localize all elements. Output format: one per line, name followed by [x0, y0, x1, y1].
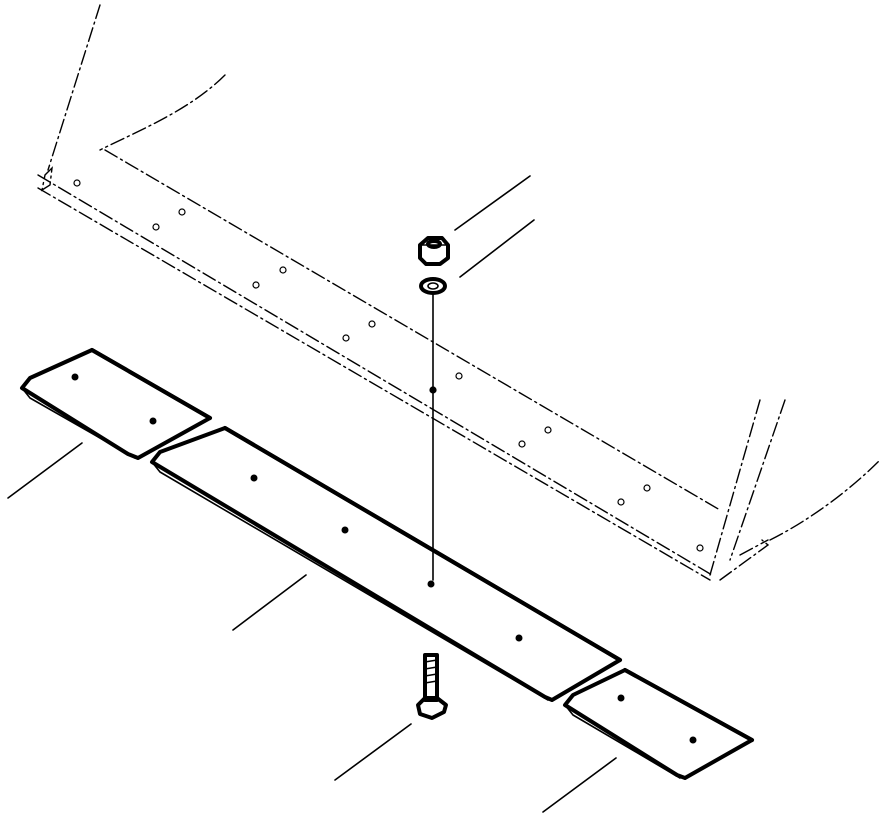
- edge-left-bevel: [21, 387, 136, 459]
- edge-right-hole: [689, 736, 697, 744]
- lip-hole: [696, 544, 704, 552]
- washer-inner: [427, 282, 439, 290]
- axis-hole-bottom: [427, 580, 435, 588]
- leader-edge-left: [7, 442, 83, 499]
- bolt: [416, 653, 448, 720]
- leader-edge-right: [542, 757, 617, 813]
- edge-center-top: [223, 426, 622, 662]
- cutting-edge-center: [150, 426, 622, 702]
- edge-center-hole: [250, 474, 258, 482]
- bucket-curve-right: [769, 459, 881, 541]
- edge-center-hole: [341, 526, 349, 534]
- bucket-side-left-line: [47, 4, 101, 171]
- nut: [418, 236, 450, 266]
- leader-nut: [454, 175, 531, 231]
- edge-right-hole: [617, 694, 625, 702]
- nut-body: [418, 236, 450, 266]
- lip-hole: [455, 372, 463, 380]
- edge-left-hole: [71, 373, 79, 381]
- bucket-lip: [37, 4, 881, 581]
- cutting-edge-right: [563, 668, 754, 780]
- washer: [419, 277, 447, 295]
- lip-hole: [518, 440, 526, 448]
- bucket-curve-left: [99, 74, 226, 151]
- lip-corner-right: [719, 539, 770, 581]
- leader-lines: [7, 175, 617, 813]
- lip-front-edge: [37, 174, 713, 576]
- washer-outer: [419, 277, 447, 295]
- bucket-side-right-line-1: [709, 399, 761, 576]
- lip-corner-right-2: [739, 539, 769, 556]
- lip-hole: [73, 179, 81, 187]
- nut-hole: [426, 239, 442, 249]
- lip-hole: [368, 320, 376, 328]
- leader-washer: [459, 219, 535, 278]
- lip-hole: [617, 498, 625, 506]
- lip-hole: [178, 208, 186, 216]
- lip-back-edge: [104, 149, 721, 511]
- edge-right-bevel: [564, 704, 681, 779]
- cutting-edge-left: [20, 348, 212, 460]
- leader-edge-center: [232, 574, 307, 631]
- bolt-head: [416, 696, 448, 720]
- edge-left-hole: [149, 417, 157, 425]
- edge-right-top: [623, 668, 754, 742]
- lip-hole: [152, 223, 160, 231]
- lip-hole: [279, 266, 287, 274]
- axis-hole-top: [430, 387, 436, 393]
- edge-center-bevel: [151, 461, 549, 701]
- bucket-side-right-line-2: [729, 399, 786, 561]
- leader-bolt: [334, 723, 412, 781]
- lip-bottom-edge: [37, 187, 711, 581]
- lip-hole: [643, 484, 651, 492]
- lip-hole: [544, 426, 552, 434]
- lip-corner-left: [40, 166, 53, 192]
- edge-center-hole: [515, 634, 523, 642]
- lip-hole: [252, 281, 260, 289]
- bolt-thread: [424, 659, 438, 684]
- lip-hole: [342, 334, 350, 342]
- edge-center-outline: [150, 426, 622, 702]
- edge-left-top: [90, 348, 212, 420]
